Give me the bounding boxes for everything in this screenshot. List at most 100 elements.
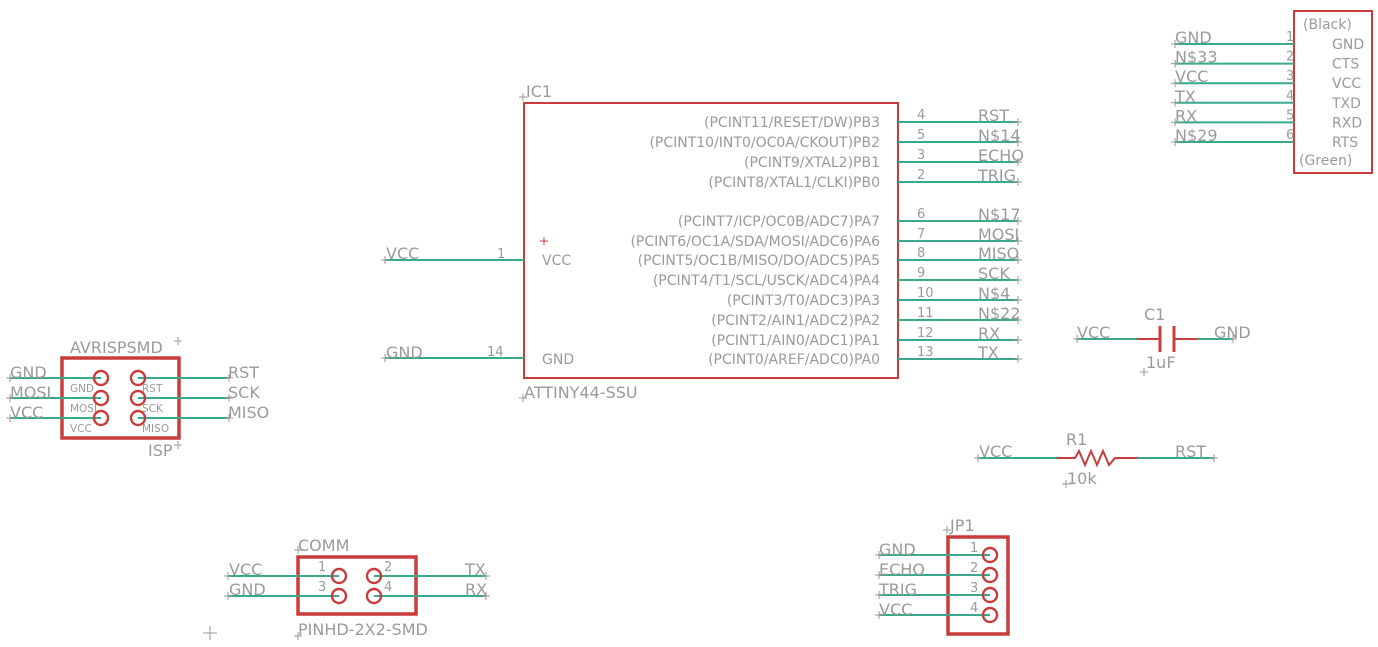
r1-value: 10k — [1067, 469, 1097, 488]
ic1-pin-num: 12 — [917, 326, 934, 341]
ftdi-pin-label: VCC — [1332, 76, 1361, 92]
comm-connector[interactable]: COMM 1 2 3 4 VCC GND TX RX PINHD-2X2-SMD — [203, 536, 490, 640]
ftdi-pin-label: CTS — [1332, 57, 1359, 73]
ic1-pin-label: (PCINT4/T1/SCL/USCK/ADC4)PA4 — [653, 273, 880, 289]
ic1-pin-num: 2 — [917, 168, 925, 183]
ic1-pin-label: (PCINT7/ICP/OC0B/ADC7)PA7 — [678, 214, 880, 230]
c1-value: 1uF — [1146, 353, 1176, 372]
ic1-pin-net: ECHO — [978, 146, 1024, 165]
capacitor-c1[interactable]: C1 VCC GND 1uF — [1073, 305, 1251, 376]
r1-net-left: VCC — [979, 442, 1012, 461]
ic1-pin-num: 10 — [917, 286, 934, 301]
ic1-pin-net: N$4 — [978, 284, 1010, 303]
ftdi-pin-label: RXD — [1332, 115, 1362, 131]
ic1-pin-num: 4 — [917, 108, 925, 123]
ftdi-pin-label: RTS — [1332, 135, 1358, 151]
ic1-pin-num: 9 — [917, 266, 925, 281]
isp-right-label: SCK — [142, 403, 164, 415]
ic1-pin-net: TRIG — [977, 166, 1016, 185]
isp-left-label: VCC — [70, 423, 92, 435]
ftdi-pin-label: GND — [1332, 37, 1364, 53]
jp1-pin-net: VCC — [879, 600, 912, 619]
isp-name: AVRISPSMD — [70, 338, 163, 357]
r1-net-right: RST — [1175, 442, 1206, 461]
ic1-vcc-pin-num: 1 — [497, 247, 505, 262]
ic1-pin-net: TX — [977, 343, 999, 362]
ic1-pin-net: RX — [978, 324, 1000, 343]
ftdi-pin-num: 3 — [1286, 69, 1294, 84]
isp-right-label: MISO — [142, 423, 169, 435]
ic1-pin-label: (PCINT3/T0/ADC3)PA3 — [727, 293, 880, 309]
isp-right-net: MISO — [228, 403, 269, 422]
isp-left-net: VCC — [10, 403, 43, 422]
ftdi-pin-net: N$29 — [1175, 126, 1218, 145]
ftdi-pin-net: RX — [1175, 106, 1197, 125]
ftdi-pin-num: 1 — [1286, 30, 1294, 45]
ftdi-top-label: (Black) — [1303, 17, 1352, 33]
ic1-vcc-pin-label: VCC — [542, 253, 571, 269]
ic1-pin-label: (PCINT11/RESET/DW)PB3 — [704, 115, 880, 131]
jp1-body — [946, 535, 1010, 636]
c1-net-left: VCC — [1077, 323, 1110, 342]
jp1-pin-num: 3 — [970, 581, 978, 596]
comm-net-vcc: VCC — [229, 560, 262, 579]
ftdi-pin-net: VCC — [1175, 67, 1208, 86]
jp1-pin-net: TRIG — [878, 580, 917, 599]
comm-net-rx: RX — [465, 580, 487, 599]
isp-left-net: GND — [10, 363, 47, 382]
ftdi-bottom-label: (Green) — [1299, 153, 1352, 169]
ic1-gnd-pin-num: 14 — [487, 345, 504, 360]
ftdi-pin-num: 5 — [1286, 108, 1294, 123]
ftdi-pin-num: 6 — [1286, 128, 1294, 143]
ic1-pin-label: (PCINT2/AIN1/ADC2)PA2 — [711, 313, 880, 329]
isp-value: ISP — [148, 441, 173, 460]
ftdi-pin-net: N$33 — [1175, 48, 1218, 67]
ftdi-body — [1293, 10, 1373, 174]
resistor-r1[interactable]: R1 VCC RST 10k — [974, 430, 1218, 488]
jp1-pin-num: 1 — [970, 541, 978, 556]
ic1-gnd-net: GND — [386, 343, 423, 362]
comm-pin4-num: 4 — [384, 580, 392, 595]
comm-body — [296, 555, 418, 616]
ic1-name: IC1 — [526, 82, 552, 101]
ic1-pin-net: SCK — [978, 264, 1010, 283]
comm-value: PINHD-2X2-SMD — [298, 620, 428, 639]
r1-name: R1 — [1066, 430, 1087, 449]
ic1-pin-label: (PCINT10/INT0/OC0A/CKOUT)PB2 — [649, 135, 880, 151]
ic1-pin-label: (PCINT1/AIN0/ADC1)PA1 — [711, 333, 880, 349]
ic1-gnd-pin-label: GND — [542, 352, 574, 368]
ic1-pin-num: 3 — [917, 148, 925, 163]
isp-left-net: MOSI — [10, 383, 51, 402]
ftdi-pin-num: 4 — [1286, 89, 1294, 104]
c1-name: C1 — [1144, 305, 1165, 324]
ic1-vcc-net: VCC — [386, 244, 419, 263]
isp-left-label: MOSI — [70, 403, 97, 415]
ftdi-pin-label: TXD — [1331, 96, 1361, 112]
ic1-pin-num: 5 — [917, 128, 925, 143]
ic1-value: ATTINY44-SSU — [524, 383, 638, 402]
isp-right-label: RST — [142, 383, 163, 395]
ic1-symbol[interactable]: IC1 ATTINY44-SSU VCC 1 VCC GND 14 GND (P… — [381, 82, 1024, 402]
ftdi-pin-net: TX — [1174, 87, 1196, 106]
ic1-pin-num: 13 — [917, 345, 934, 360]
ic1-pin-net: N$22 — [978, 304, 1021, 323]
c1-net-right: GND — [1214, 323, 1251, 342]
comm-name: COMM — [298, 536, 349, 555]
ic1-pin-num: 6 — [917, 207, 925, 222]
ic1-pin-net: MISO — [978, 244, 1019, 263]
isp-right-net: SCK — [228, 383, 260, 402]
ic1-pin-num: 7 — [917, 227, 925, 242]
comm-pin3-num: 3 — [318, 580, 326, 595]
comm-net-tx: TX — [464, 560, 486, 579]
isp-left-label: GND — [70, 383, 94, 395]
jp1-name: JP1 — [949, 516, 975, 535]
ic1-pin-net: N$14 — [978, 126, 1021, 145]
ic1-pin-num: 11 — [917, 306, 934, 321]
